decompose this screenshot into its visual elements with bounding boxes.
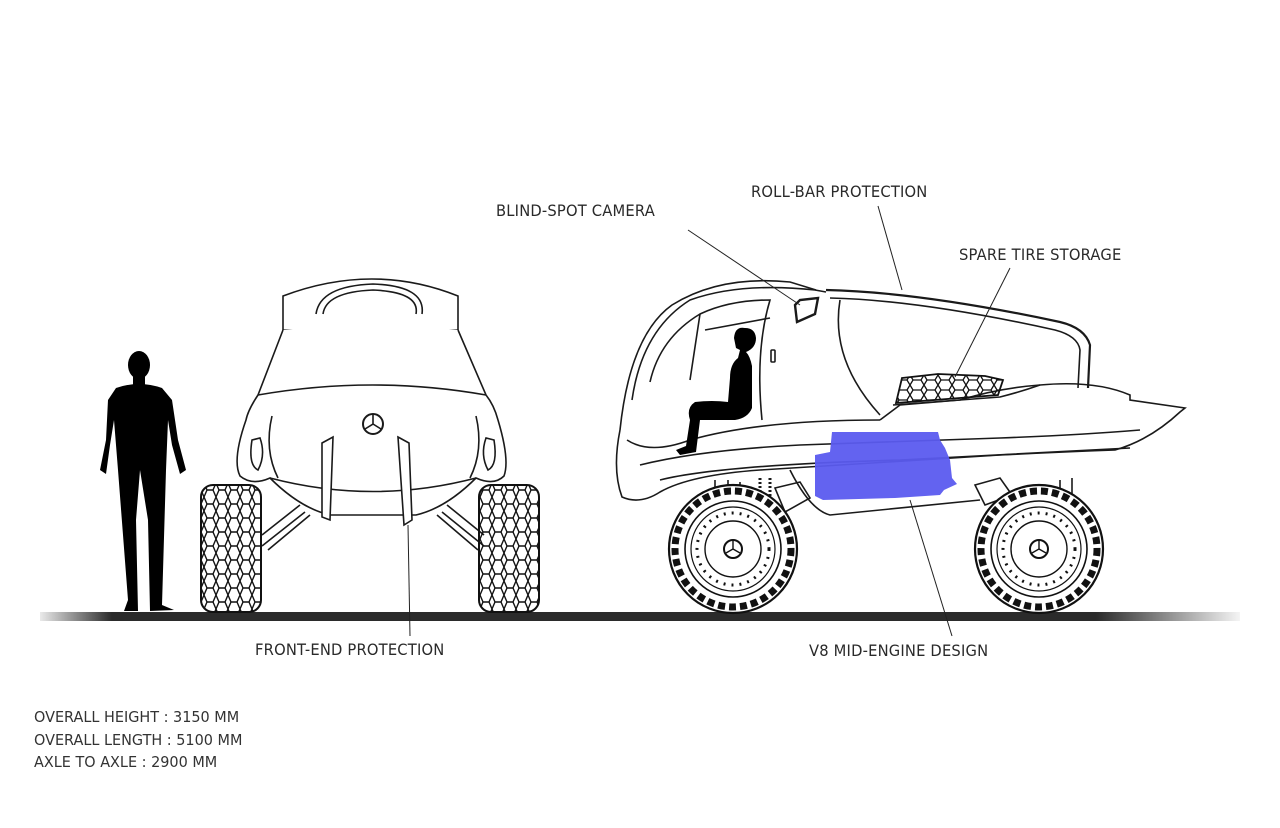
spec-list: OVERALL HEIGHT : 3150 MM OVERALL LENGTH … xyxy=(34,706,242,774)
leader-v8-engine xyxy=(909,499,953,637)
callout-roll-bar-protection: ROLL-BAR PROTECTION xyxy=(751,182,928,201)
leader-roll-bar xyxy=(877,205,903,291)
front-wheel-side xyxy=(973,483,1105,615)
mercedes-logo-icon xyxy=(362,413,384,435)
leader-front-end xyxy=(407,524,411,637)
ground-line xyxy=(40,612,1240,621)
spec-overall-length: OVERALL LENGTH : 5100 MM xyxy=(34,730,243,749)
front-view-vehicle xyxy=(200,278,540,613)
front-left-tire xyxy=(200,484,262,613)
leader-spare-tire xyxy=(954,267,1011,378)
callout-spare-tire-storage: SPARE TIRE STORAGE xyxy=(959,245,1122,264)
v8-engine-block xyxy=(815,432,957,500)
blind-spot-camera-icon xyxy=(793,296,820,324)
spec-axle-to-axle: AXLE TO AXLE : 2900 MM xyxy=(34,753,218,771)
leader-blind-spot xyxy=(687,229,801,306)
spare-tire-storage xyxy=(894,373,1005,404)
rear-wheel-side xyxy=(667,483,799,615)
driver-silhouette xyxy=(676,327,756,455)
front-right-tire xyxy=(478,484,540,613)
human-silhouette xyxy=(100,351,186,611)
callout-v8-mid-engine: V8 MID-ENGINE DESIGN xyxy=(809,641,989,660)
callout-blind-spot-camera: BLIND-SPOT CAMERA xyxy=(496,201,655,220)
callout-front-end-protection: FRONT-END PROTECTION xyxy=(255,640,445,659)
spec-overall-height: OVERALL HEIGHT : 3150 MM xyxy=(34,708,240,726)
